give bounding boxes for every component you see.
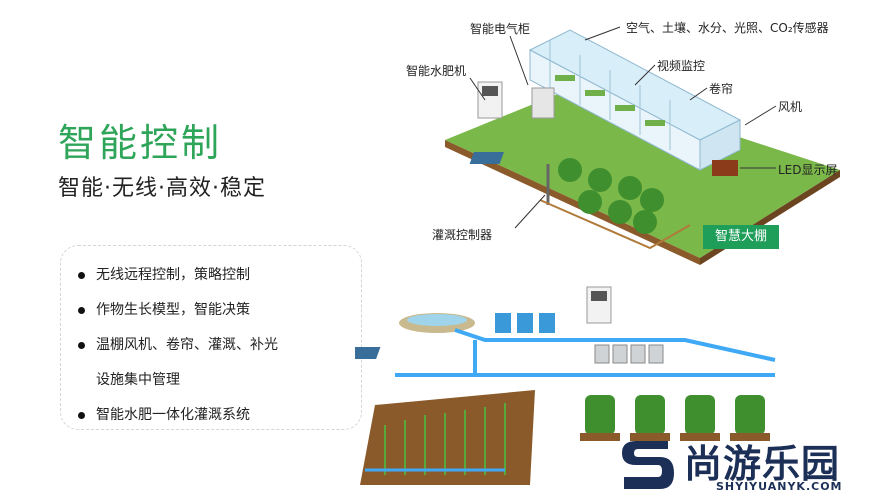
label-curtain: 卷帘 [709, 82, 734, 96]
ground-slab [445, 85, 840, 258]
fence [539, 199, 691, 250]
electric-cabinet [531, 87, 555, 119]
greenhouse-ribs [549, 40, 671, 150]
brand-name: 尚游乐园 [684, 442, 841, 486]
crops-right [585, 395, 765, 435]
label-video: 视频监控 [657, 59, 706, 73]
list-item: 温棚风机、卷帘、灌溉、补光 [78, 328, 278, 363]
bullet-dot [78, 342, 85, 349]
page-title: 智能控制 [58, 121, 223, 165]
brand-logo-icon [622, 441, 674, 489]
led-screen [712, 160, 738, 176]
page-subtitle: 智能·无线·高效·稳定 [58, 176, 266, 201]
feature-list: 无线远程控制，策略控制 作物生长模型，智能决策 温棚风机、卷帘、灌溉、补光 设施… [78, 258, 278, 433]
bullet-dot [78, 412, 85, 419]
label-irrigation: 灌溉控制器 [432, 228, 493, 242]
feature-card [60, 245, 362, 430]
smart-greenhouse-badge: 智慧大棚 [703, 225, 779, 249]
label-led: LED显示屏 [778, 163, 838, 177]
label-cabinet: 智能电气柜 [470, 22, 531, 36]
list-item: 智能水肥一体化灌溉系统 [78, 398, 278, 433]
bullet-dot [78, 307, 85, 314]
label-fan: 风机 [778, 100, 803, 114]
brand-url: SHYIYUANYK.COM [716, 480, 843, 493]
solar-panel [469, 152, 504, 164]
ground-edge-left [445, 140, 700, 265]
field-left [360, 390, 535, 485]
trees [558, 158, 664, 234]
beds-right [580, 433, 770, 441]
bullet-dot [78, 272, 85, 279]
label-fertilizer: 智能水肥机 [406, 64, 467, 78]
filters [594, 344, 664, 364]
crops-left [384, 403, 506, 475]
pipes [395, 328, 776, 377]
solar-panel-2 [355, 347, 381, 359]
list-item: 无线远程控制，策略控制 [78, 258, 278, 293]
irrigation-illustration [355, 286, 776, 485]
list-item-continuation: 设施集中管理 [96, 372, 180, 388]
watermark: 尚游乐园 SHYIYUANYK.COM [616, 433, 884, 495]
label-sensors: 空气、土壤、水分、光照、CO₂传感器 [626, 21, 829, 35]
greenhouse-end [699, 119, 741, 171]
greenhouse-plants [555, 75, 665, 126]
fertilizer-barrels [495, 313, 555, 333]
list-item: 作物生长模型，智能决策 [78, 293, 278, 328]
